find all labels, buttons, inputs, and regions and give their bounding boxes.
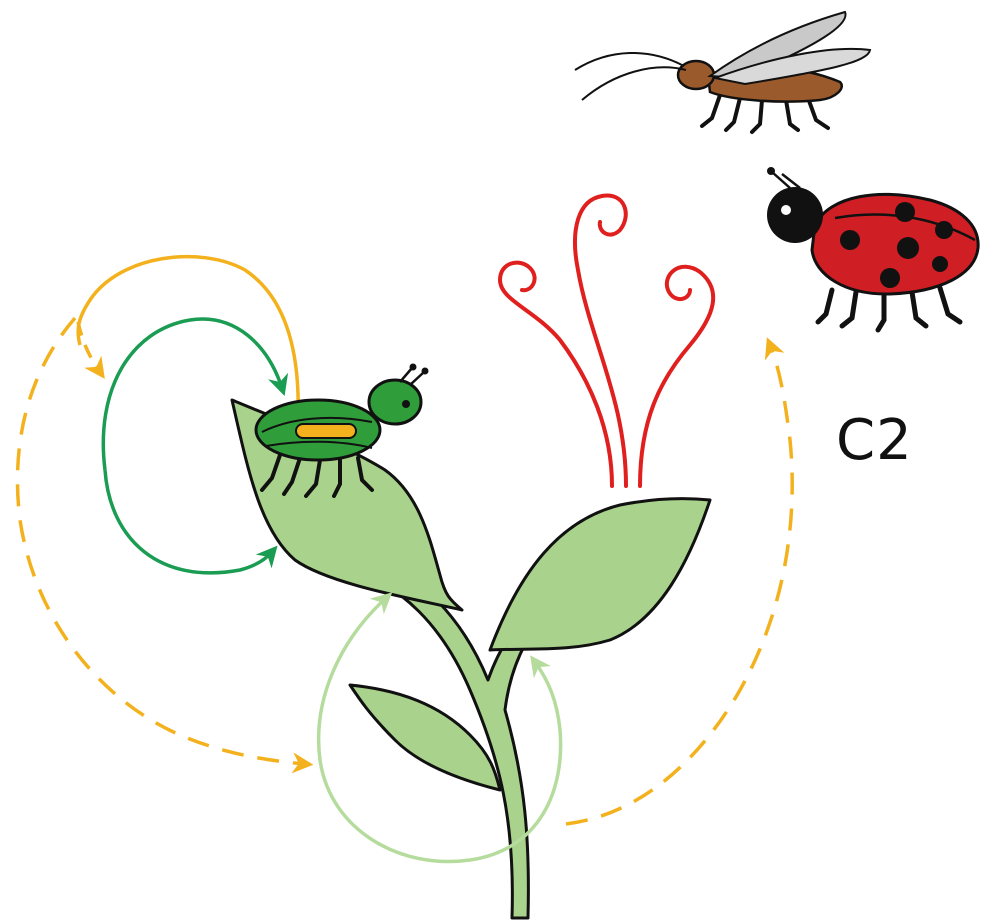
- volatile-right: [640, 267, 713, 486]
- right-leaf: [490, 499, 710, 650]
- volatile-center: [575, 196, 626, 486]
- volatile-plumes: [500, 196, 713, 486]
- green-arrow-bottom: [105, 470, 272, 573]
- condition-label: C2: [836, 408, 913, 473]
- parasitoid-wasp-icon: [575, 12, 870, 132]
- volatile-left: [500, 263, 612, 486]
- orange-dashed-connector: [78, 322, 100, 372]
- orange-dashed-loop-left: [17, 318, 305, 764]
- ladybird-icon: [767, 167, 978, 330]
